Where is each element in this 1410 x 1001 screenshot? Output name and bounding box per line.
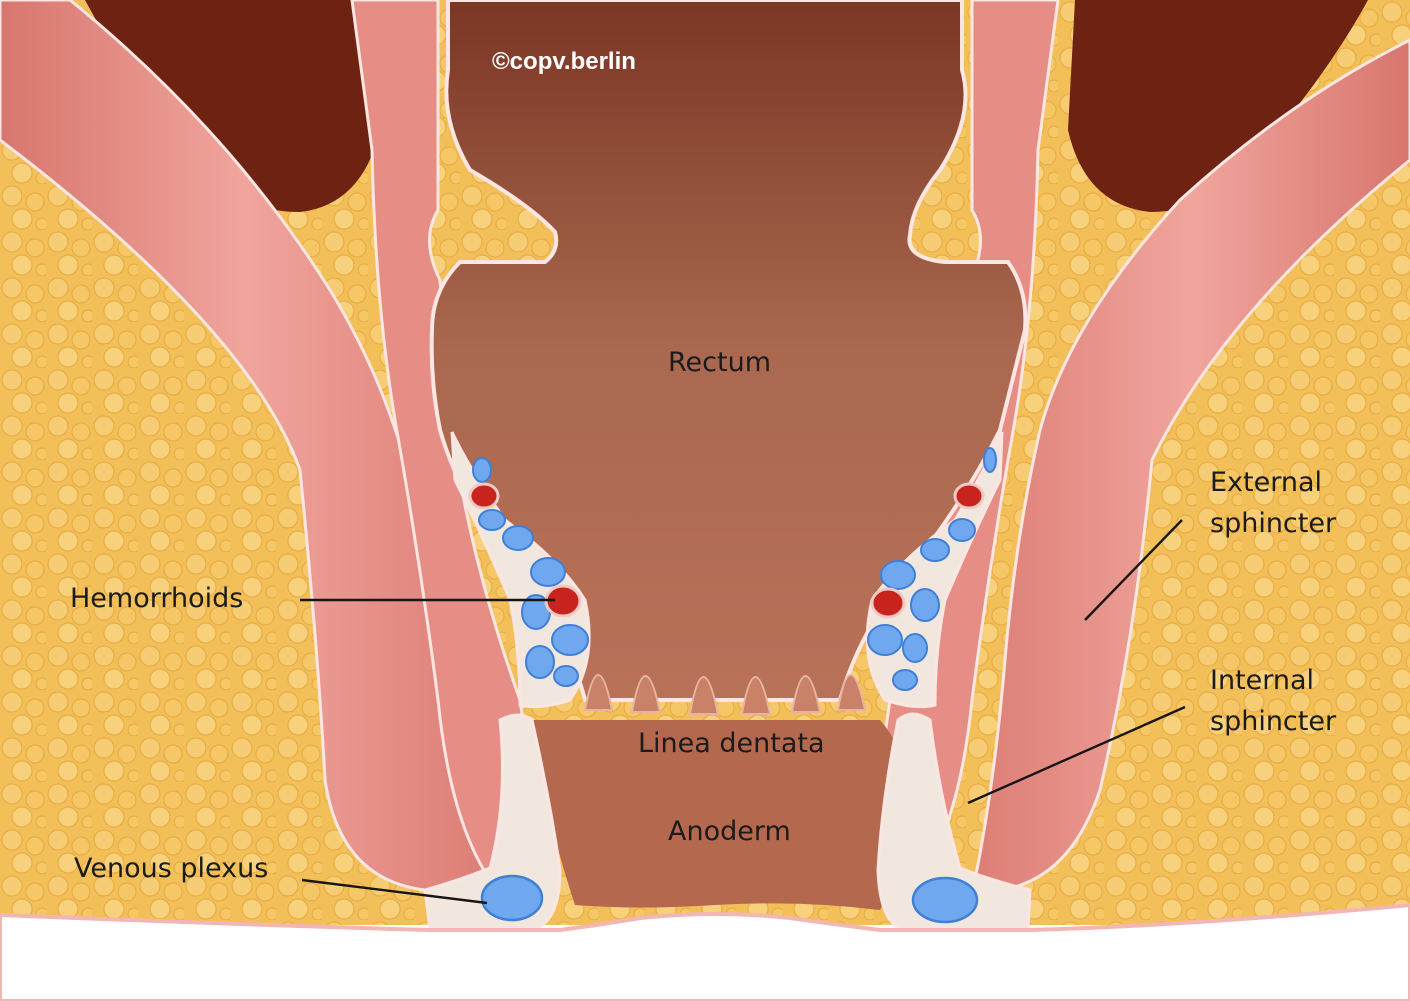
external-sphincter-leader [1084, 519, 1183, 621]
label-linea-dentata: Linea dentata [638, 728, 825, 759]
left-pelvic-cavity [85, 0, 380, 212]
right-venous-pouch [876, 712, 1032, 932]
left-vein-cluster [472, 457, 589, 687]
label-internal-line2: sphincter [1210, 706, 1337, 737]
label-external-line2: sphincter [1210, 508, 1337, 539]
anal-columns [583, 674, 867, 715]
label-venous-plexus: Venous plexus [74, 853, 268, 884]
skin-surface [0, 902, 1410, 1001]
watermark: ©copv.berlin [492, 48, 636, 75]
right-external-sphincter [973, 38, 1410, 892]
right-venous-plexus [911, 876, 979, 924]
left-venous-plexus [480, 874, 544, 922]
label-external-line1: External [1210, 467, 1322, 498]
label-rectum: Rectum [668, 347, 771, 378]
right-pelvic-cavity [1068, 0, 1368, 212]
label-anoderm: Anoderm [668, 816, 791, 847]
label-internal-line1: Internal [1210, 665, 1314, 696]
label-hemorrhoids: Hemorrhoids [70, 583, 243, 614]
anal-canal [530, 720, 908, 910]
left-venous-pouch [423, 713, 562, 932]
right-vein-cluster [867, 447, 997, 691]
venous-plexus-leader [301, 878, 488, 905]
hemorrhoid-arteries [468, 482, 985, 619]
internal-sphincter-leader [967, 705, 1186, 805]
